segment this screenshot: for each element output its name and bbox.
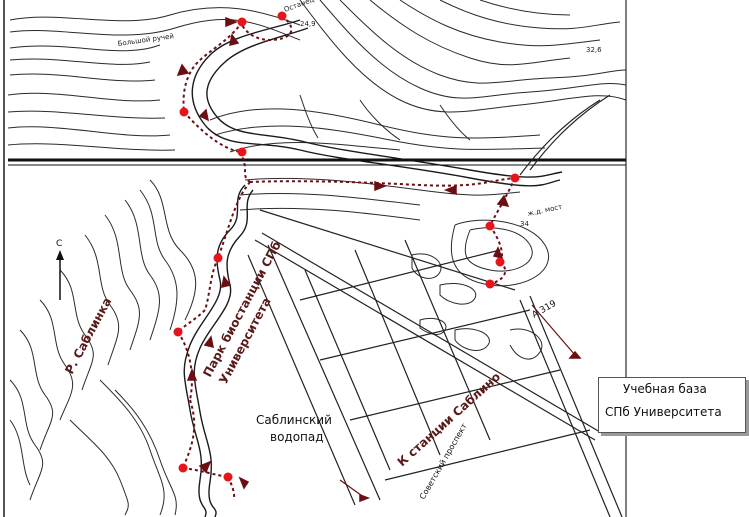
route-arrows bbox=[176, 16, 582, 503]
route-marker[interactable] bbox=[495, 257, 505, 267]
legend-line1: Учебная база bbox=[623, 382, 707, 396]
route-marker[interactable] bbox=[179, 107, 189, 117]
bridge-number: 34 bbox=[520, 220, 529, 228]
legend-box: Учебная база СПб Университета bbox=[598, 377, 746, 433]
route-markers bbox=[173, 11, 520, 482]
river-sablinka-label: Р. Саблинка bbox=[62, 295, 114, 376]
route-marker[interactable] bbox=[485, 279, 495, 289]
waterfall-label-line2: водопад bbox=[270, 430, 324, 444]
legend-line2: СПб Университета bbox=[605, 405, 722, 419]
route-marker[interactable] bbox=[178, 463, 188, 473]
road-a319-label: А 319 bbox=[531, 299, 559, 321]
ostanets-number: 24,9 bbox=[300, 20, 316, 28]
ostanets-label: Останец bbox=[283, 0, 315, 14]
route-marker[interactable] bbox=[277, 11, 287, 21]
roads bbox=[247, 94, 623, 517]
route-marker[interactable] bbox=[173, 327, 183, 337]
route-marker[interactable] bbox=[223, 472, 233, 482]
route-marker[interactable] bbox=[485, 221, 495, 231]
route-marker[interactable] bbox=[510, 173, 520, 183]
bridge-label: ж.д. мост bbox=[527, 203, 563, 218]
route-marker[interactable] bbox=[213, 253, 223, 263]
height-mark-label: 32,6 bbox=[586, 46, 602, 54]
route-marker[interactable] bbox=[237, 147, 247, 157]
waterfall-label-line1: Саблинский bbox=[256, 413, 332, 427]
north-arrow: С bbox=[56, 239, 64, 300]
contour-lines bbox=[7, 0, 627, 516]
route-marker[interactable] bbox=[237, 17, 247, 27]
railway-line bbox=[8, 158, 626, 166]
river-sablinka bbox=[183, 19, 563, 517]
north-label: С bbox=[56, 239, 62, 249]
